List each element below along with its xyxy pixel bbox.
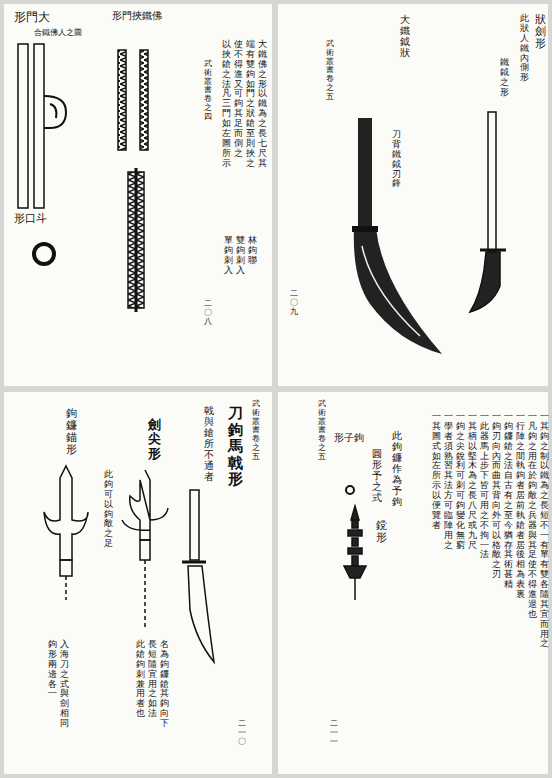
- vertical-text: 一此器馬上步下皆可用之不拘一法: [480, 412, 489, 560]
- narrow-blade: [470, 112, 506, 312]
- vertical-text: 二〇九: [290, 290, 298, 316]
- vertical-text: 名為鉤鐮鎗其鉤向下: [160, 640, 169, 729]
- broad-blade: [352, 118, 442, 354]
- vertical-text: 一鉤之尖銳利可刺可鉤變化無窮: [456, 412, 465, 550]
- vertical-text: 刀背鐵鉞刃鋒: [392, 130, 401, 189]
- vertical-text: 一行陣之間執鉤者居前執鎗者居後相為表裏: [516, 412, 525, 600]
- vertical-text: 武術叢書 卷之五: [326, 40, 334, 102]
- vertical-text: 以挾鎗之法凡三門如左圖所示: [222, 40, 231, 169]
- gate-bars: [18, 44, 148, 312]
- curved-dao: [182, 490, 214, 662]
- vertical-text: 一鉤刃向內而曲其背向外可以格敵之刃: [492, 412, 501, 580]
- vertical-text: 一學者須熟習其法方可臨陣用之: [444, 412, 453, 550]
- caption-text: 形口斗: [14, 212, 47, 225]
- caption-text: 形門大: [14, 10, 50, 24]
- vertical-text: 一鉤鐮鎗之法自古有之至今猶存其術甚精: [504, 412, 513, 590]
- caption-text: 形子鉤: [334, 432, 364, 444]
- vertical-text: 此鎗鉤刺兼用者也: [136, 640, 145, 719]
- vertical-text: 雙鉤刺入: [236, 236, 245, 276]
- vertical-text: 此狀人鐵內側形: [520, 14, 529, 83]
- page: [278, 4, 548, 386]
- vertical-text: 武術叢書 卷之五: [252, 400, 260, 462]
- vertical-text: 一其圖式如左所示以便覽者: [432, 412, 441, 531]
- ring: [346, 486, 354, 494]
- vertical-text: 鐵鉞之形: [500, 58, 509, 98]
- vertical-text: 戟與鎗所不通者: [204, 405, 214, 482]
- vertical-text: 武術叢書 卷之五: [318, 400, 326, 462]
- vertical-text: 鉤鐮錨形: [66, 408, 77, 456]
- vertical-text: 此鉤可以鉤敵之足: [104, 470, 113, 549]
- vertical-text: 一凡鉤之用在於鉤敵之兵器與其足使不得進退也: [528, 412, 537, 620]
- vertical-text: 大鐵鉞狀: [400, 14, 410, 58]
- vertical-text: 入海刀之式與劍相同: [60, 640, 69, 729]
- vertical-text: 武術叢書 卷之四: [204, 60, 212, 122]
- vertical-text: 劍尖形: [148, 418, 161, 461]
- vertical-text: 二〇八: [204, 300, 212, 326]
- vertical-text: 圓形予之式: [372, 448, 382, 503]
- vertical-text: 一其柄以堅木為之長八尺或九尺: [468, 412, 477, 550]
- vertical-text: 單鉤刺入: [224, 236, 233, 276]
- vertical-text: 二一一: [330, 720, 338, 746]
- vertical-text: 一其鉤之制以鐵為之長短不一有單有雙各隨其宜而用之: [540, 412, 549, 649]
- vertical-text: 鎲形: [376, 520, 387, 544]
- vertical-text: 端有雙鉤如門之狀鎗至則挾之: [246, 40, 255, 169]
- vertical-text: 二一〇: [238, 720, 246, 746]
- hook-sickle: [44, 466, 88, 600]
- page: [4, 392, 272, 774]
- vertical-text: 狀劍形: [535, 14, 546, 50]
- tang-spear: [344, 506, 366, 600]
- vertical-text: 刀鉤馬戟形: [228, 405, 243, 488]
- vertical-text: 此鉤鐮作為予鉤: [392, 430, 402, 507]
- vertical-text: 林鉤聯: [248, 236, 257, 266]
- caption-text: 合鐵佛人之圖: [34, 28, 82, 38]
- page: [278, 392, 548, 774]
- vertical-text: 大鐵佛之形以鐵為之長七尺其: [258, 40, 267, 169]
- page: [4, 4, 272, 386]
- hook-spear: [122, 470, 168, 630]
- vertical-text: 長短隨宜用之如法: [148, 640, 157, 719]
- vertical-text: 使不得進又可鉤其足而倒之: [234, 40, 243, 159]
- vertical-text: 鉤形兩邊各一: [48, 640, 57, 699]
- caption-text: 形門挾鐵佛: [112, 10, 162, 22]
